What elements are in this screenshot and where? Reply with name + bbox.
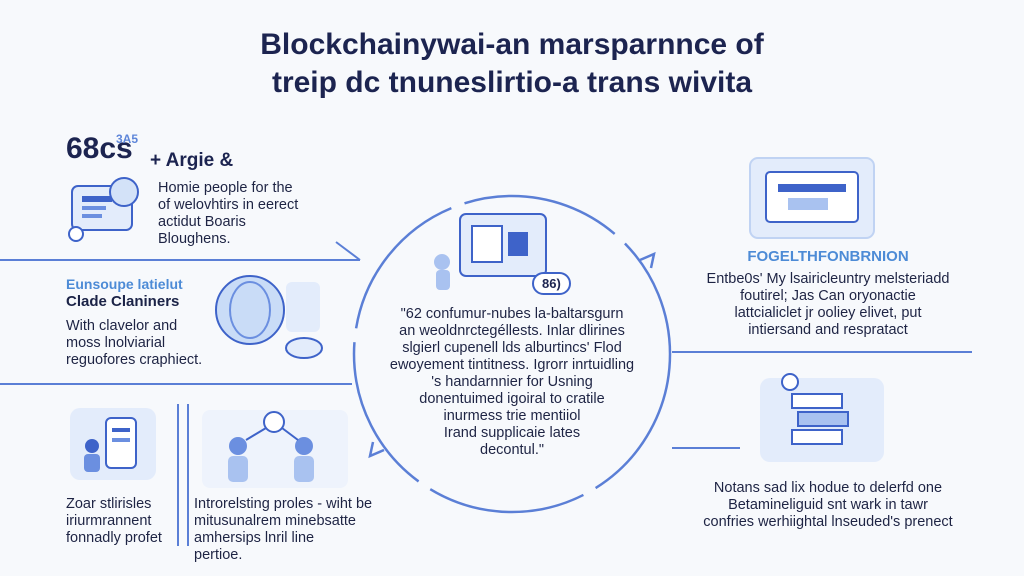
people-network-icon xyxy=(202,410,348,488)
center-line: donentuimed igoiral to cratile xyxy=(419,391,605,407)
left-mid-line: reguofores craphiect. xyxy=(66,352,203,368)
left-top-line: Bloughens. xyxy=(158,231,231,247)
left-top-line: actidut Boaris xyxy=(158,214,246,230)
bottom-left-line: fonnadly profet xyxy=(66,530,162,546)
left-mid-line: With clavelor and xyxy=(66,318,178,334)
bottom-mid-line: mitusunalrem minebsatte xyxy=(194,513,356,529)
bottom-left-text: Zoar stlirisles iriurmrannent fonnadly p… xyxy=(66,496,162,547)
left-mid-block: Eunsoupe latielut Clade Claniners With c… xyxy=(66,276,202,369)
left-top-superscript: 3A5 xyxy=(116,132,139,146)
center-circle xyxy=(352,194,672,514)
right-top-line: intiersand and respratact xyxy=(748,322,908,338)
left-top-line: of welovhtirs in eerect xyxy=(158,197,299,213)
right-bottom-text: Notans sad lix hodue to delerfd one Beta… xyxy=(680,480,976,531)
right-bottom-line: confries werhiightal lnseuded's prenect xyxy=(703,514,953,530)
bottom-mid-line: Introrelsting proles - wiht be xyxy=(194,496,373,512)
title-line-2: treip dc tnuneslirtio-a trans wivita xyxy=(271,66,753,99)
bottom-left-line: Zoar stlirisles xyxy=(66,496,152,512)
center-line: inurmess trie mentiiol xyxy=(443,408,581,424)
left-top-number: 68cs xyxy=(66,132,133,165)
arrow-ne xyxy=(639,251,656,269)
center-line: 's handarnnier for Usning xyxy=(431,374,593,390)
arrow-sw xyxy=(368,441,385,459)
right-top-heading: FOGELTHFONBRNION xyxy=(747,248,909,265)
center-line: "62 confumur-nubes la-baltarsgurn xyxy=(400,306,624,322)
left-top-label: + Argie & xyxy=(150,150,234,171)
right-top-block: FOGELTHFONBRNION Entbe0s' My lsairicleun… xyxy=(690,248,966,339)
bottom-mid-line: pertioe. xyxy=(194,547,243,563)
center-line: slgierl cupenell lds alburtincs' Flod xyxy=(402,340,622,356)
center-text: "62 confumur-nubes la-baltarsgurn an weo… xyxy=(372,306,652,459)
right-bottom-line: Notans sad lix hodue to delerfd one xyxy=(713,480,943,496)
left-mid-line: moss lnolviarial xyxy=(66,335,166,351)
center-line: decontul." xyxy=(480,442,544,458)
phone-user-icon xyxy=(70,408,156,480)
right-bottom-line: Betamineliguid snt wark in tawr xyxy=(728,497,928,513)
right-top-line: lattcialiclet jr ooliey elivet, put xyxy=(734,305,922,321)
page-title: Blockchainywai-an marsparnnce of treip d… xyxy=(0,26,1024,102)
center-line: Irand supplicaie lates xyxy=(443,425,581,441)
right-top-line: foutirel; Jas Can oryonactie xyxy=(740,288,916,304)
center-line: an weoldnrctegéllests. Inlar dlirines xyxy=(399,323,625,339)
document-stack-icon xyxy=(760,373,884,462)
left-top-line: Homie people for the xyxy=(158,180,293,196)
title-line-1: Blockchainywai-an marsparnnce of xyxy=(260,28,764,61)
right-top-line: Entbe0s' My lsairicleuntry melsteriadd xyxy=(706,271,950,287)
sphere-satellite-icon xyxy=(215,275,323,359)
left-mid-heading-2: Clade Claniners xyxy=(66,293,180,310)
bottom-mid-text: Introrelsting proles - wiht be mitusunal… xyxy=(194,496,372,564)
bottom-mid-line: amhersips lnril line xyxy=(194,530,315,546)
center-badge: 86) xyxy=(532,272,571,295)
connector-left-top-curve xyxy=(335,241,361,261)
left-mid-heading-1: Eunsoupe latielut xyxy=(66,276,183,292)
monitor-dashboard-icon xyxy=(749,157,875,239)
left-top-heading: 68cs xyxy=(66,132,133,166)
center-line: ewoyement tintitness. Igrorr inrtuidling xyxy=(389,357,635,373)
blockchain-device-icon xyxy=(434,213,547,290)
laptop-chart-icon xyxy=(68,177,139,242)
bottom-left-line: iriurmrannent xyxy=(66,513,152,529)
left-top-text: Homie people for the of welovhtirs in ee… xyxy=(158,180,298,248)
